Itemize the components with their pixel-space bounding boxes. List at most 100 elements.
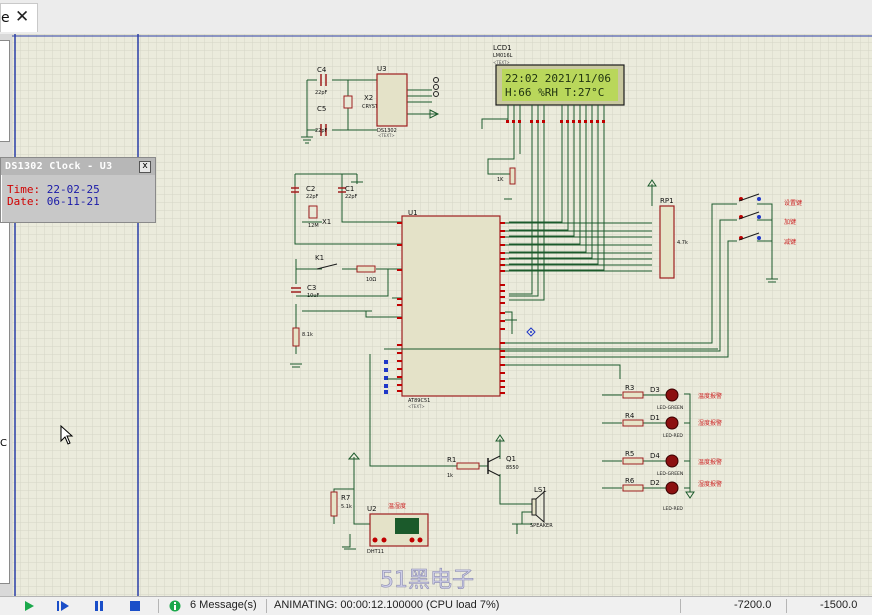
port-wiring [369,203,737,467]
led-d4[interactable] [665,454,679,468]
info-icon [169,600,181,612]
rtc-probes [429,77,440,119]
lcd-text-tag: <TEXT> [493,60,510,65]
d1-value: LED-RED [663,433,683,439]
c3-ref: C3 [307,284,316,292]
crystal-x1[interactable]: X1 12M [308,205,331,229]
lcd-ref: LCD1 [493,44,512,52]
popup-close-icon[interactable]: x [139,161,151,173]
play-icon[interactable] [22,600,36,612]
stop-icon[interactable] [128,600,142,612]
r5-ref: R5 [625,450,634,458]
buzzer-circuit [479,434,532,534]
device-list-panel[interactable] [0,222,10,584]
r3-ref: R3 [625,384,634,392]
switch-label-sub: 减键 [784,238,796,246]
lcd-resistor[interactable]: 1K [497,167,516,185]
date-label: Date: [7,195,41,208]
messages-link[interactable]: 6 Message(s) [190,599,257,611]
x2-ref: X2 [364,94,373,102]
alarm-leds: R3 R4 R5 R6 D3 D1 D4 D2 LED-GREEN LED-RE… [602,384,722,512]
object-selector-panel[interactable] [0,40,10,142]
step-icon[interactable] [56,600,70,612]
r7-ref: R7 [341,494,350,502]
ls1-ref: LS1 [534,486,547,494]
led-label-1: 温度报警 [698,392,722,400]
c1-ref: C1 [345,185,354,193]
pause-icon[interactable] [92,600,106,612]
reset-button-k1[interactable]: K1 [315,254,338,270]
lcd-module[interactable]: LCD1 LM016L <TEXT> 22:02 2021/11/06 H:66… [493,44,625,123]
coord-x: -7200.0 [734,599,772,611]
c2-ref: C2 [306,185,315,193]
r1-ref: R1 [447,456,456,464]
reset-res-value: 10Ω [366,277,376,283]
led-label-4: 湿度报警 [698,480,722,488]
tab-label: e [1,10,10,26]
date-value: 06-11-21 [46,195,100,208]
switch-label-set: 设置键 [784,199,802,207]
pullup-resistor[interactable]: 8.1k [292,327,313,347]
document-tab[interactable]: e ✕ [0,3,38,32]
r4-ref: R4 [625,412,635,420]
schematic-canvas[interactable]: C4 22pF C5 22pF X2 CRYSTAL U3 DS1302 <TE… [12,34,872,596]
c3-value: 10uF [307,293,320,299]
d4-value: LED-GREEN [657,471,683,477]
animation-status: ANIMATING: 00:00:12.100000 (CPU load 7%) [274,599,500,611]
capacitor-c4[interactable]: C4 22pF [315,66,328,96]
led-label-3: 温度报警 [698,458,722,466]
d4-ref: D4 [650,452,660,460]
r1-value: 1k [447,473,453,479]
lcd-res-value: 1K [497,177,504,183]
key-switches[interactable]: 设置键 加键 减键 [738,193,802,283]
speaker-ls1[interactable]: LS1 SPEAKER [530,486,553,529]
d3-value: LED-GREEN [657,405,683,411]
capacitor-c1[interactable]: C1 22pF [338,185,358,200]
lcd-line-2: H:66 %RH T:27°C [505,86,604,99]
c5-ref: C5 [317,105,326,113]
resistor-r1[interactable]: R1 1k [447,456,480,479]
rtc-circuit [301,79,437,144]
capacitor-c2[interactable]: C2 22pF [291,185,319,200]
switch-label-add: 加键 [784,218,796,226]
dht11-sensor-u2[interactable]: U2 DHT11 温湿度 [367,502,429,555]
rp1-ref: RP1 [660,197,674,205]
popup-time-row: Time: 22-02-25 [1,184,155,196]
resistor-r7[interactable]: R7 5.1k [330,491,352,517]
mcu-chip-u1[interactable]: U1 AT89C51 <TEXT> [384,209,505,409]
resistor-pack-rp1[interactable]: RP1 4.7k [647,179,688,279]
r6-ref: R6 [625,477,635,485]
rp1-value: 4.7k [677,240,688,246]
led-d3[interactable] [665,388,679,402]
ds1302-chip-u3[interactable]: U3 DS1302 <TEXT> [376,65,408,138]
led-d1[interactable] [665,416,679,430]
u3-text-tag: <TEXT> [378,133,395,138]
capacitor-c3[interactable]: C3 10uF [291,284,320,299]
led-label-2: 湿度报警 [698,419,722,427]
led-d2[interactable] [665,481,679,495]
crystal-x2[interactable]: X2 CRYSTAL [343,94,384,110]
u2-ref: U2 [367,505,377,513]
u1-text-tag: <TEXT> [408,404,425,409]
u1-ref: U1 [408,209,418,217]
c4-value: 22pF [315,90,328,96]
u3-ref: U3 [377,65,387,73]
u2-label: 温湿度 [388,502,406,510]
d2-ref: D2 [650,479,660,487]
close-tab-icon[interactable]: ✕ [15,7,30,27]
lcd-wiring [481,118,605,301]
popup-title: DS1302 Clock - U3 [1,158,155,175]
reset-circuit [290,259,402,368]
capacitor-c5[interactable]: C5 22pF [315,105,328,136]
d2-value: LED-RED [663,506,683,512]
ds1302-clock-popup[interactable]: DS1302 Clock - U3 x Time: 22-02-25 Date:… [0,157,156,223]
lcd-model: LM016L [493,53,513,59]
status-separator [158,599,159,613]
x1-ref: X1 [322,218,331,226]
c1-value: 22pF [345,194,358,200]
transistor-q1[interactable]: Q1 8550 [487,455,519,477]
reset-resistor[interactable]: 10Ω [356,265,376,283]
c4-ref: C4 [317,66,327,74]
x1-value: 12M [308,223,319,229]
c2-value: 22pF [306,194,319,200]
